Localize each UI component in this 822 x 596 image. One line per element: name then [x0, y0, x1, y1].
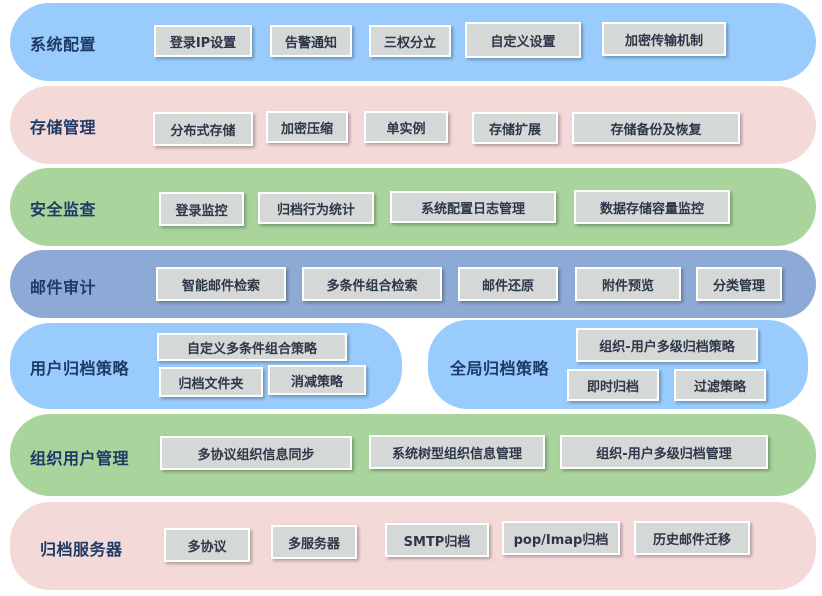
item-login-monitor: 登录监控 [159, 192, 244, 226]
item-category-mgmt: 分类管理 [696, 267, 782, 301]
item-encrypted-compression: 加密压缩 [266, 111, 348, 143]
item-reduction-policy: 消减策略 [268, 365, 366, 395]
item-config-log-mgmt: 系统配置日志管理 [390, 191, 556, 223]
item-tree-org-info-mgmt: 系统树型组织信息管理 [369, 435, 545, 469]
item-mail-restore: 邮件还原 [458, 267, 558, 301]
item-separation-of-powers: 三权分立 [369, 25, 451, 57]
item-pop-imap-archive: pop/Imap归档 [502, 521, 620, 555]
item-distributed-storage: 分布式存储 [153, 112, 253, 146]
item-custom-settings: 自定义设置 [465, 22, 581, 58]
item-smtp-archive: SMTP归档 [385, 523, 489, 557]
item-single-instance: 单实例 [364, 111, 448, 143]
item-archive-folder: 归档文件夹 [159, 367, 263, 397]
item-archive-behavior-stats: 归档行为统计 [258, 192, 374, 224]
item-instant-archive: 即时归档 [567, 369, 659, 401]
item-storage-capacity-monitor: 数据存储容量监控 [574, 190, 730, 224]
item-multi-protocol-org-sync: 多协议组织信息同步 [160, 436, 352, 470]
band-title-mail-audit: 邮件审计 [30, 278, 97, 297]
item-history-mail-migration: 历史邮件迁移 [634, 521, 750, 555]
band-title-security-monitor: 安全监查 [30, 200, 97, 219]
band-title-global-archive-policy: 全局归档策略 [450, 359, 550, 378]
item-attachment-preview: 附件预览 [575, 267, 681, 301]
item-multi-protocol: 多协议 [164, 528, 250, 562]
item-login-ip-settings: 登录IP设置 [154, 25, 252, 57]
item-alarm-notification: 告警通知 [270, 25, 352, 57]
item-custom-multi-condition-policy: 自定义多条件组合策略 [157, 333, 347, 361]
band-title-storage-mgmt: 存储管理 [30, 118, 97, 137]
band-title-archive-server: 归档服务器 [40, 540, 123, 559]
band-title-org-user-mgmt: 组织用户管理 [30, 449, 130, 468]
item-multi-server: 多服务器 [271, 525, 357, 559]
item-storage-expansion: 存储扩展 [472, 112, 558, 144]
item-smart-mail-search: 智能邮件检索 [156, 267, 286, 301]
item-storage-backup-restore: 存储备份及恢复 [572, 112, 740, 144]
band-title-user-archive-policy: 用户归档策略 [30, 359, 130, 378]
item-multi-condition-search: 多条件组合检索 [302, 267, 442, 301]
band-title-system-config: 系统配置 [30, 35, 97, 54]
item-org-user-archive-policy: 组织-用户多级归档策略 [576, 328, 758, 362]
item-filter-policy: 过滤策略 [674, 369, 766, 401]
item-org-user-archive-mgmt: 组织-用户多级归档管理 [560, 435, 768, 469]
item-encrypted-transport: 加密传输机制 [602, 22, 726, 56]
